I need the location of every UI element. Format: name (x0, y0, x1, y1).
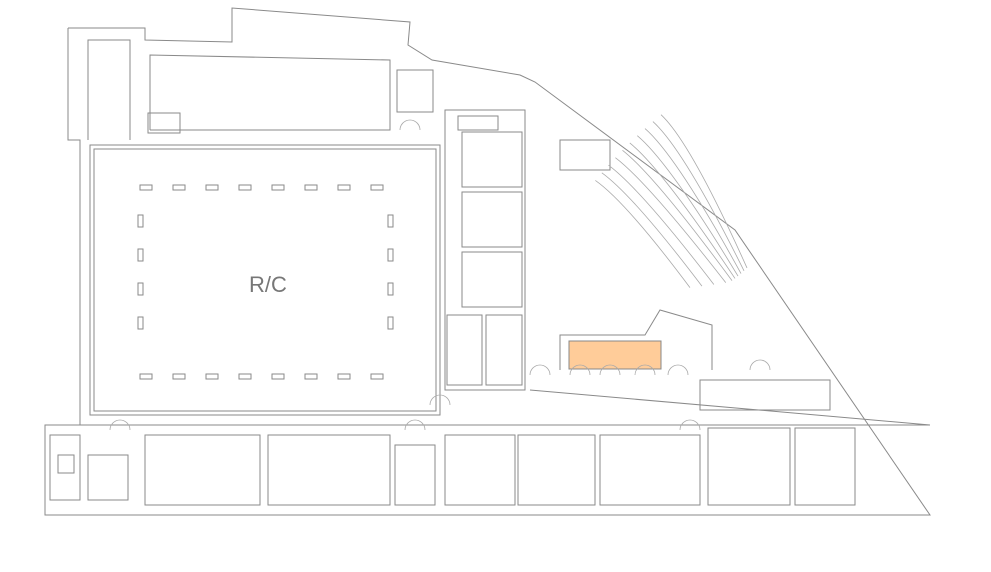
corridor-rooms (147, 109, 526, 391)
door-swing (634, 364, 656, 376)
seat-row (637, 135, 739, 277)
pillar (387, 282, 394, 296)
doors (109, 119, 771, 431)
pillar (139, 184, 153, 191)
door-swing (429, 394, 451, 406)
pillar (139, 373, 153, 380)
pillar (205, 373, 219, 380)
pillar (304, 373, 318, 380)
stage-area (559, 139, 831, 411)
pillar (370, 373, 384, 380)
pillar (271, 373, 285, 380)
seat-row (629, 142, 736, 279)
room-label-rc: R/C (249, 272, 287, 297)
pillar (238, 373, 252, 380)
pillar (271, 184, 285, 191)
door-swing (749, 359, 771, 371)
bottom-rooms (45, 389, 931, 506)
pillar (205, 184, 219, 191)
auditorium-seating (595, 114, 748, 288)
seat-row (660, 114, 748, 269)
pillar (172, 373, 186, 380)
door-swing (529, 364, 551, 376)
pillar (387, 214, 394, 228)
pillar (137, 214, 144, 228)
pillar (337, 373, 351, 380)
seat-row (595, 180, 691, 288)
pillar (137, 282, 144, 296)
door-swing (679, 419, 701, 431)
outer-walls (44, 7, 931, 516)
seat-row (601, 172, 703, 287)
hall-pillars (137, 184, 394, 380)
pillar (387, 316, 394, 330)
pillar (337, 184, 351, 191)
door-swing (404, 419, 426, 431)
seat-row (622, 149, 733, 281)
pillar (137, 248, 144, 262)
highlighted-room[interactable] (568, 340, 662, 370)
door-swing (599, 364, 621, 376)
pillar (137, 316, 144, 330)
seat-row (652, 121, 745, 272)
pillar (304, 184, 318, 191)
seat-row (608, 164, 715, 285)
seat-row (615, 157, 727, 283)
pillar (387, 248, 394, 262)
pillar (172, 184, 186, 191)
door-swing (569, 364, 591, 376)
main-hall (89, 144, 441, 416)
seat-row (644, 128, 742, 274)
pillar (238, 184, 252, 191)
door-swing (667, 364, 689, 376)
pillar (370, 184, 384, 191)
door-swing (109, 419, 131, 431)
door-swing (399, 119, 421, 131)
